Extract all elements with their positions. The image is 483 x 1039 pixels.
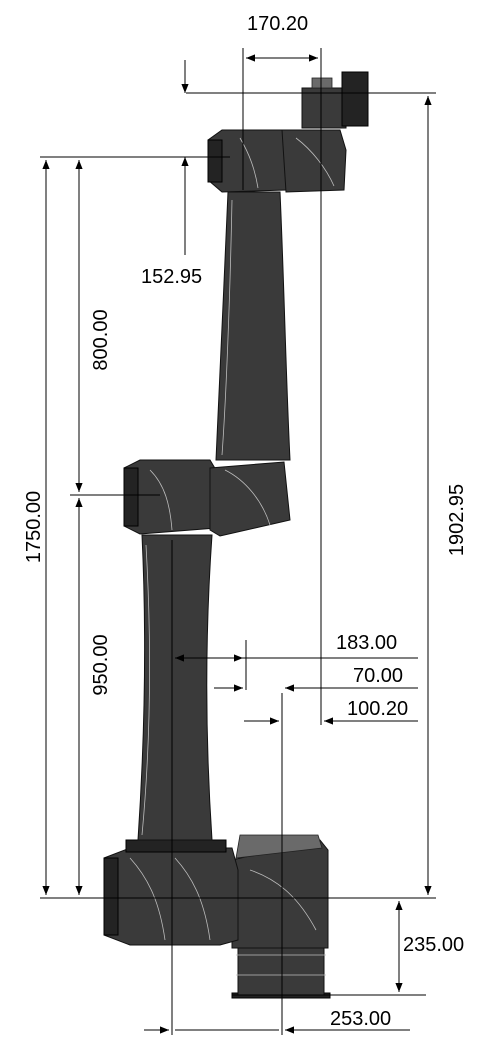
- label-flange-height: 152.95: [141, 266, 202, 288]
- label-overall-height: 1902.95: [446, 484, 468, 556]
- upper-arm: [215, 191, 291, 461]
- robot-arm: [103, 71, 369, 999]
- label-total-reach: 1750.00: [23, 491, 45, 563]
- tool-flange: [301, 71, 369, 129]
- extension-lines: [40, 48, 436, 1035]
- lower-arm: [137, 534, 213, 841]
- robot-base: [231, 834, 331, 999]
- shoulder-joint: [103, 839, 239, 946]
- elbow-joint: [123, 459, 291, 537]
- wrist-joint: [207, 129, 347, 193]
- label-upper-arm: 800.00: [90, 309, 112, 370]
- dimension-lines: [42, 54, 432, 1034]
- label-offset-b: 70.00: [353, 665, 403, 687]
- label-lower-arm: 950.00: [90, 634, 112, 695]
- label-base-offset: 253.00: [330, 1008, 391, 1030]
- dimension-labels: 170.20 152.95 800.00 1750.00 950.00 1902…: [23, 13, 468, 1030]
- label-top-offset: 170.20: [247, 13, 308, 35]
- label-base-height: 235.00: [403, 934, 464, 956]
- label-offset-a: 183.00: [336, 632, 397, 654]
- label-offset-c: 100.20: [347, 698, 408, 720]
